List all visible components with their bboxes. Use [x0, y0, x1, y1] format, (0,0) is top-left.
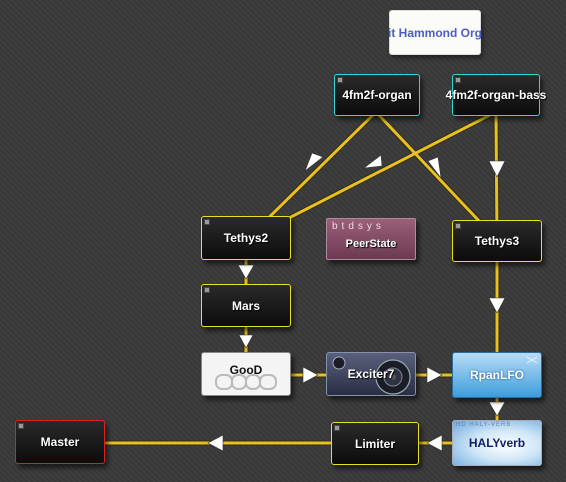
arrow-limiter-master-icon[interactable]: [207, 434, 224, 452]
arrow-tethys3-rpanlfo-icon[interactable]: [488, 297, 506, 314]
machine-tethys2[interactable]: Tethys2: [201, 216, 291, 260]
arrow-rpanlfo-halyverb-icon[interactable]: [488, 401, 506, 417]
machine-label: Master: [40, 435, 80, 449]
arrow-organ-tethys3-icon[interactable]: [427, 156, 442, 180]
btdsys-banner: btdsys: [332, 221, 385, 232]
machine-tethys3[interactable]: Tethys3: [452, 220, 542, 262]
wire-organ-to-tethys3[interactable]: [374, 110, 499, 242]
machine-label: RpanLFO: [470, 368, 524, 382]
machine-label: 4fm2f-organ-bass: [445, 88, 547, 102]
arrow-exciter-rpanlfo-icon[interactable]: [426, 366, 443, 384]
machine-hammond-organ[interactable]: it Hammond Org: [388, 10, 483, 55]
mute-toggle-icon[interactable]: [455, 77, 461, 83]
machine-master[interactable]: Master: [15, 420, 105, 464]
machine-label: GooD: [229, 363, 263, 377]
arrow-halyverb-limiter-icon[interactable]: [426, 434, 443, 452]
mute-toggle-icon[interactable]: [204, 219, 210, 225]
machine-4fm2f-organ[interactable]: 4fm2f-organ: [334, 74, 420, 116]
mute-toggle-icon[interactable]: [18, 423, 24, 429]
mute-toggle-icon[interactable]: [455, 223, 461, 229]
machine-label: Limiter: [354, 436, 395, 451]
mute-toggle-icon[interactable]: [337, 77, 343, 83]
arrow-tethys2-mars-icon[interactable]: [237, 264, 255, 280]
arrow-mars-good-icon[interactable]: [238, 334, 254, 349]
halyverb-banner: HD HALY-VERB: [456, 422, 512, 428]
machine-label: it Hammond Org: [388, 25, 483, 40]
machine-label: 4fm2f-organ: [342, 88, 412, 102]
machine-rpanlfo[interactable]: RpanLFO: [452, 352, 542, 398]
machine-good[interactable]: GooD: [201, 352, 291, 396]
machine-label: Mars: [231, 298, 260, 313]
arrow-organbass-tethys2-icon[interactable]: [362, 154, 383, 169]
arrow-organbass-tethys3-icon[interactable]: [488, 160, 506, 178]
machine-halyverb[interactable]: HD HALY-VERB HALYverb: [452, 420, 542, 466]
machine-label: PeerState: [345, 238, 397, 250]
machine-exciter7[interactable]: Exciter7: [326, 352, 416, 396]
mute-toggle-icon[interactable]: [204, 287, 210, 293]
machine-mars[interactable]: Mars: [201, 284, 291, 327]
machine-label: Tethys2: [223, 231, 269, 245]
good-logo-icon: [215, 374, 277, 390]
machine-label: HALYverb: [468, 436, 526, 450]
arrow-organ-tethys2-icon[interactable]: [304, 152, 324, 172]
machine-label: Tethys3: [474, 234, 520, 248]
arrow-good-exciter-icon[interactable]: [302, 366, 319, 384]
mute-toggle-icon[interactable]: [334, 425, 340, 431]
machine-peerstate[interactable]: btdsys PeerState: [326, 218, 416, 260]
machine-label: Exciter7: [347, 367, 395, 381]
machine-4fm2f-organ-bass[interactable]: 4fm2f-organ-bass: [446, 74, 546, 116]
machine-limiter[interactable]: Limiter: [331, 422, 419, 465]
